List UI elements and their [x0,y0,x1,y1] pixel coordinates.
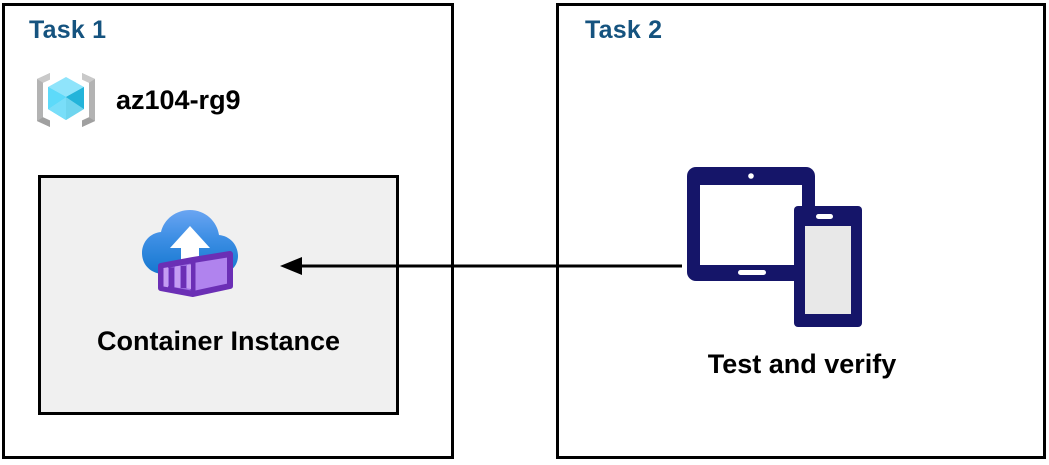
task2-title: Task 2 [585,16,663,44]
devices-tablet-phone-icon [687,167,862,327]
task2-panel [556,3,1046,459]
resource-group-row: az104-rg9 [30,64,241,136]
resource-group-label: az104-rg9 [116,84,241,115]
container-instance-panel: Container Instance [38,175,399,415]
devices-label: Test and verify [707,349,897,379]
container-instance-icon [142,210,238,297]
resource-group-icon [37,73,95,127]
task1-title: Task 1 [29,16,107,44]
task1-panel [2,3,454,459]
container-instance-label: Container Instance [96,326,341,356]
